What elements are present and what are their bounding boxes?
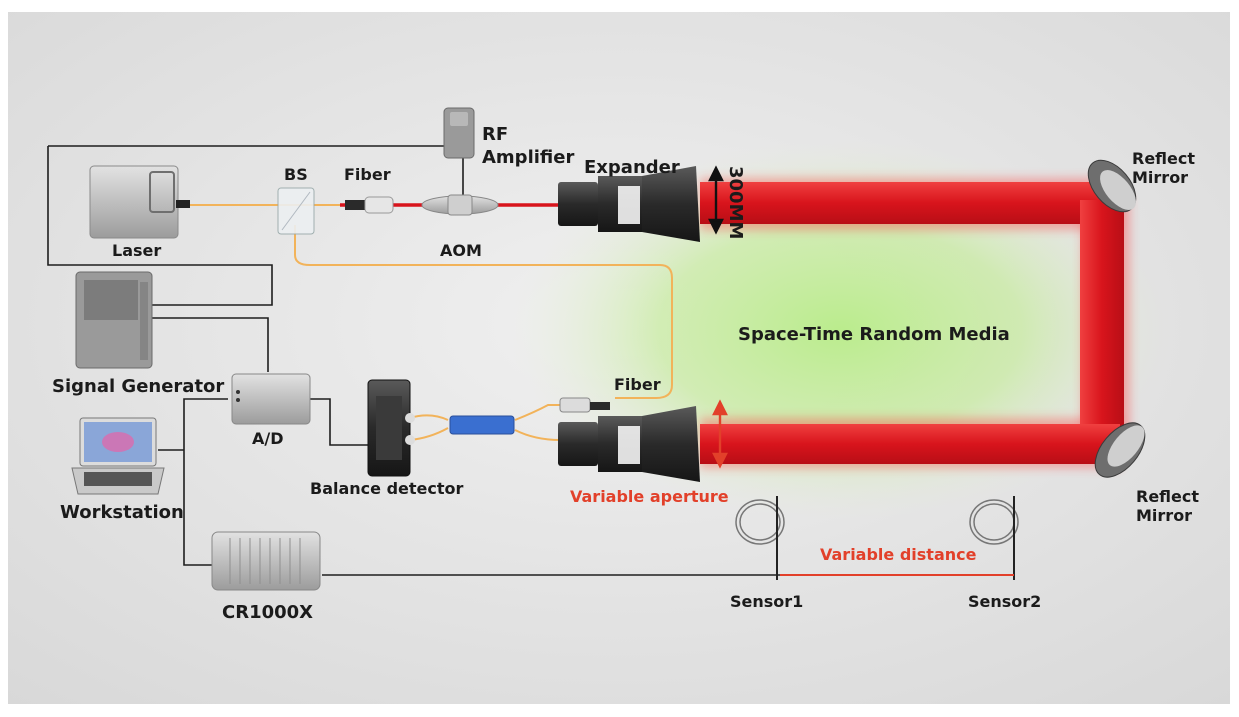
- balance-detector-device: [367, 379, 415, 477]
- laser-device: [89, 165, 190, 239]
- fiber-connector-top: [345, 196, 394, 214]
- label-variable-distance: Variable distance: [820, 545, 977, 564]
- label-expander: Expander: [584, 157, 680, 178]
- beam-segment-right: [1080, 200, 1124, 436]
- optical-fibers: [190, 204, 673, 441]
- label-cr1000x: CR1000X: [222, 602, 313, 623]
- label-sensor2: Sensor2: [968, 592, 1041, 611]
- cr1000x-device: [211, 531, 321, 591]
- label-sensor1: Sensor1: [730, 592, 803, 611]
- label-mirror-bottom: Mirror: [1136, 506, 1192, 525]
- workstation-laptop: [71, 417, 165, 495]
- label-rf: RF: [482, 124, 508, 145]
- label-signal-generator: Signal Generator: [52, 376, 224, 397]
- label-reflect-bottom: Reflect: [1136, 487, 1199, 506]
- label-balance-detector: Balance detector: [310, 479, 464, 498]
- label-aom: AOM: [440, 241, 482, 260]
- size-arrow-300mm: [708, 165, 724, 235]
- fiber-coupler-2: [514, 429, 561, 441]
- label-media: Space-Time Random Media: [738, 324, 1010, 345]
- ad-converter-device: [231, 373, 311, 425]
- expander-top: [558, 166, 700, 242]
- sensor1-device: [735, 496, 785, 580]
- signal-generator-device: [75, 271, 153, 369]
- reflect-mirror-top: [1087, 159, 1137, 213]
- sensor2-device: [969, 496, 1019, 580]
- label-mirror-top: Mirror: [1132, 168, 1188, 187]
- reflect-mirror-bottom: [1094, 422, 1146, 478]
- beam-segment-bottom: [700, 424, 1120, 464]
- cable-ad-to-cr1000x: [183, 398, 228, 566]
- label-variable-aperture: Variable aperture: [570, 487, 729, 506]
- rf-amplifier-device: [443, 107, 475, 159]
- cable-sg-loop: [47, 146, 273, 306]
- label-bs: BS: [284, 165, 308, 184]
- expander-bottom: [558, 406, 700, 482]
- fiber-reference: [294, 225, 673, 399]
- free-space-beam: [700, 178, 1130, 468]
- aom-device: [421, 194, 499, 216]
- beam-segment-top: [700, 182, 1112, 224]
- beam-splitter: [277, 187, 315, 235]
- label-workstation: Workstation: [60, 502, 184, 523]
- variable-aperture-arrow: [712, 399, 728, 469]
- label-laser: Laser: [112, 241, 161, 260]
- fiber-coupler: [449, 415, 515, 435]
- label-fiber-top: Fiber: [344, 165, 391, 184]
- label-300mm: 300MM: [725, 166, 746, 239]
- label-fiber-bottom: Fiber: [614, 375, 661, 394]
- fiber-connector-bottom: [559, 397, 610, 413]
- label-amplifier: Amplifier: [482, 147, 574, 168]
- fiber-coupler-1: [514, 404, 560, 421]
- cable-sg-to-ad: [150, 317, 269, 372]
- label-reflect-top: Reflect: [1132, 149, 1195, 168]
- cable-ad-to-detector: [310, 398, 368, 446]
- label-ad: A/D: [252, 429, 284, 448]
